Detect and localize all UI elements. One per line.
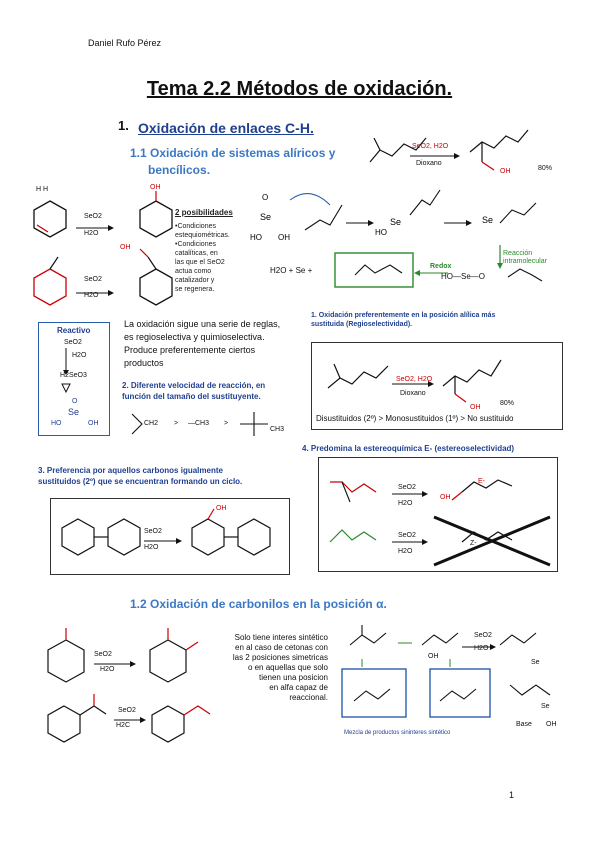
reagent-label: SeO2 <box>398 484 416 491</box>
reagent-label: SeO2, H2O <box>396 376 433 383</box>
reagent-label: H2O <box>100 666 115 673</box>
reactivo-oh: OH <box>88 420 99 427</box>
h-label: H H <box>36 186 49 193</box>
seleninic-ester: HO—Se—O <box>441 272 486 281</box>
byproducts: H2O + Se + <box>270 266 313 275</box>
reagent-label: SeO2 <box>398 532 416 539</box>
reagent-label: SeO2 <box>474 632 492 639</box>
reagent-label: H2O <box>84 230 99 237</box>
rule4-box <box>318 457 558 572</box>
reagent-label: H2O <box>398 500 413 507</box>
reagent-label: SeO2, H2O <box>412 143 449 150</box>
ch2-label: CH2 <box>144 420 159 427</box>
gt-sign: > <box>224 420 229 427</box>
oh-label: OH <box>546 721 557 728</box>
reactivo-o: O <box>72 398 78 405</box>
reactivo-arrows <box>61 348 71 394</box>
intramolecular-label: intramolecular <box>503 258 547 265</box>
reactivo-seo2: SeO2 <box>64 339 82 346</box>
reagent-label: H2O <box>144 544 159 551</box>
base-label: Base <box>516 721 532 728</box>
cyclohexene-reaction <box>33 191 173 306</box>
ketone-reactions <box>47 628 211 743</box>
reactivo-h2seo3: H2SeO3 <box>60 372 87 379</box>
reagent-label: H2O <box>398 548 413 555</box>
ch3-label: CH3 <box>270 426 285 433</box>
svg-text:Se: Se <box>482 215 493 225</box>
substituent-size <box>131 412 268 436</box>
reagent-label: H2O <box>474 645 489 652</box>
reactivo-h2o: H2O <box>72 352 87 359</box>
oh-label: OH <box>470 404 481 411</box>
svg-text:Se: Se <box>260 212 271 222</box>
solvent-label: Dioxano <box>416 160 442 167</box>
reagent-label: SeO2 <box>94 651 112 658</box>
reagent-label: SeO2 <box>144 528 162 535</box>
ch3-label: —CH3 <box>188 420 210 427</box>
rule3-reaction <box>61 508 271 556</box>
svg-text:HO: HO <box>250 233 262 242</box>
rule-1: 1. Oxidación preferentemente en la posic… <box>311 312 496 328</box>
reactivo-ho: HO <box>51 420 62 427</box>
oh-label: OH <box>500 168 511 175</box>
e-label: E- <box>478 478 485 485</box>
se-label: Se <box>531 659 540 666</box>
author: Daniel Rufo Pérez <box>88 38 162 48</box>
reactivo-se: Se <box>68 407 80 417</box>
reagent-label: SeO2 <box>84 213 102 220</box>
mezcla-caption: Mezcla de productos sininteres sintético <box>344 730 451 736</box>
svg-text:O: O <box>262 193 268 202</box>
subsection-title-12: 1.2 Oxidación de carbonilos en la posici… <box>130 597 387 611</box>
rules-intro: La oxidación sigue una serie de reglas,e… <box>124 319 281 368</box>
z-label: Z- <box>470 540 477 547</box>
section-title: Oxidación de enlaces C-H. <box>138 120 314 136</box>
yield-label: 80% <box>500 400 515 407</box>
rule1-reaction <box>327 359 502 403</box>
rule3-box <box>50 498 290 575</box>
ketone-mechanism <box>341 625 551 718</box>
reaccion-label: Reacción <box>503 250 533 257</box>
svg-text:OH: OH <box>278 233 290 242</box>
reagent-label: SeO2 <box>84 276 102 283</box>
oh-label: OH <box>428 653 439 660</box>
reactivo-box <box>38 322 110 436</box>
posibilidades-heading: 2 posibilidades <box>175 208 233 217</box>
mechanism-diagram: Se HO OH O Se HO Se <box>250 189 543 288</box>
subsection-title: 1.1 Oxidación de sistemas alíricos y <box>130 146 336 160</box>
page-title: Tema 2.2 Métodos de oxidación. <box>146 78 453 100</box>
oh-label: OH <box>440 494 451 501</box>
subsection-title-cont: bencílicos. <box>148 163 211 177</box>
section-number: 1. <box>118 118 129 133</box>
redox-label: Redox <box>430 263 452 270</box>
oh-label: OH <box>216 505 227 512</box>
top-right-reaction <box>369 129 529 171</box>
oh-label: OH <box>120 244 131 251</box>
svg-text:HO: HO <box>375 228 387 237</box>
svg-text:Se: Se <box>390 217 401 227</box>
yield-label: 80% <box>538 165 553 172</box>
oh-label: OH <box>150 184 161 191</box>
gt-sign: > <box>174 420 179 427</box>
rule4-reactions <box>329 479 551 567</box>
reactivo-title: Reactivo <box>57 326 91 335</box>
se-label: Se <box>541 703 550 710</box>
substitution-order: Disustituidos (2º) > Monosustituidos (1º… <box>316 414 514 423</box>
page-number: 1 <box>509 790 515 800</box>
rule-3: 3. Preferencia por aquellos carbonos igu… <box>38 466 243 486</box>
rule-4: 4. Predomina la estereoquímica E- (ester… <box>302 444 515 453</box>
reagent-label: H2O <box>84 292 99 299</box>
reagent-label: H2C <box>116 722 131 729</box>
reagent-label: SeO2 <box>118 707 136 714</box>
solvent-label: Dioxano <box>400 390 426 397</box>
rule1-box <box>311 342 563 430</box>
